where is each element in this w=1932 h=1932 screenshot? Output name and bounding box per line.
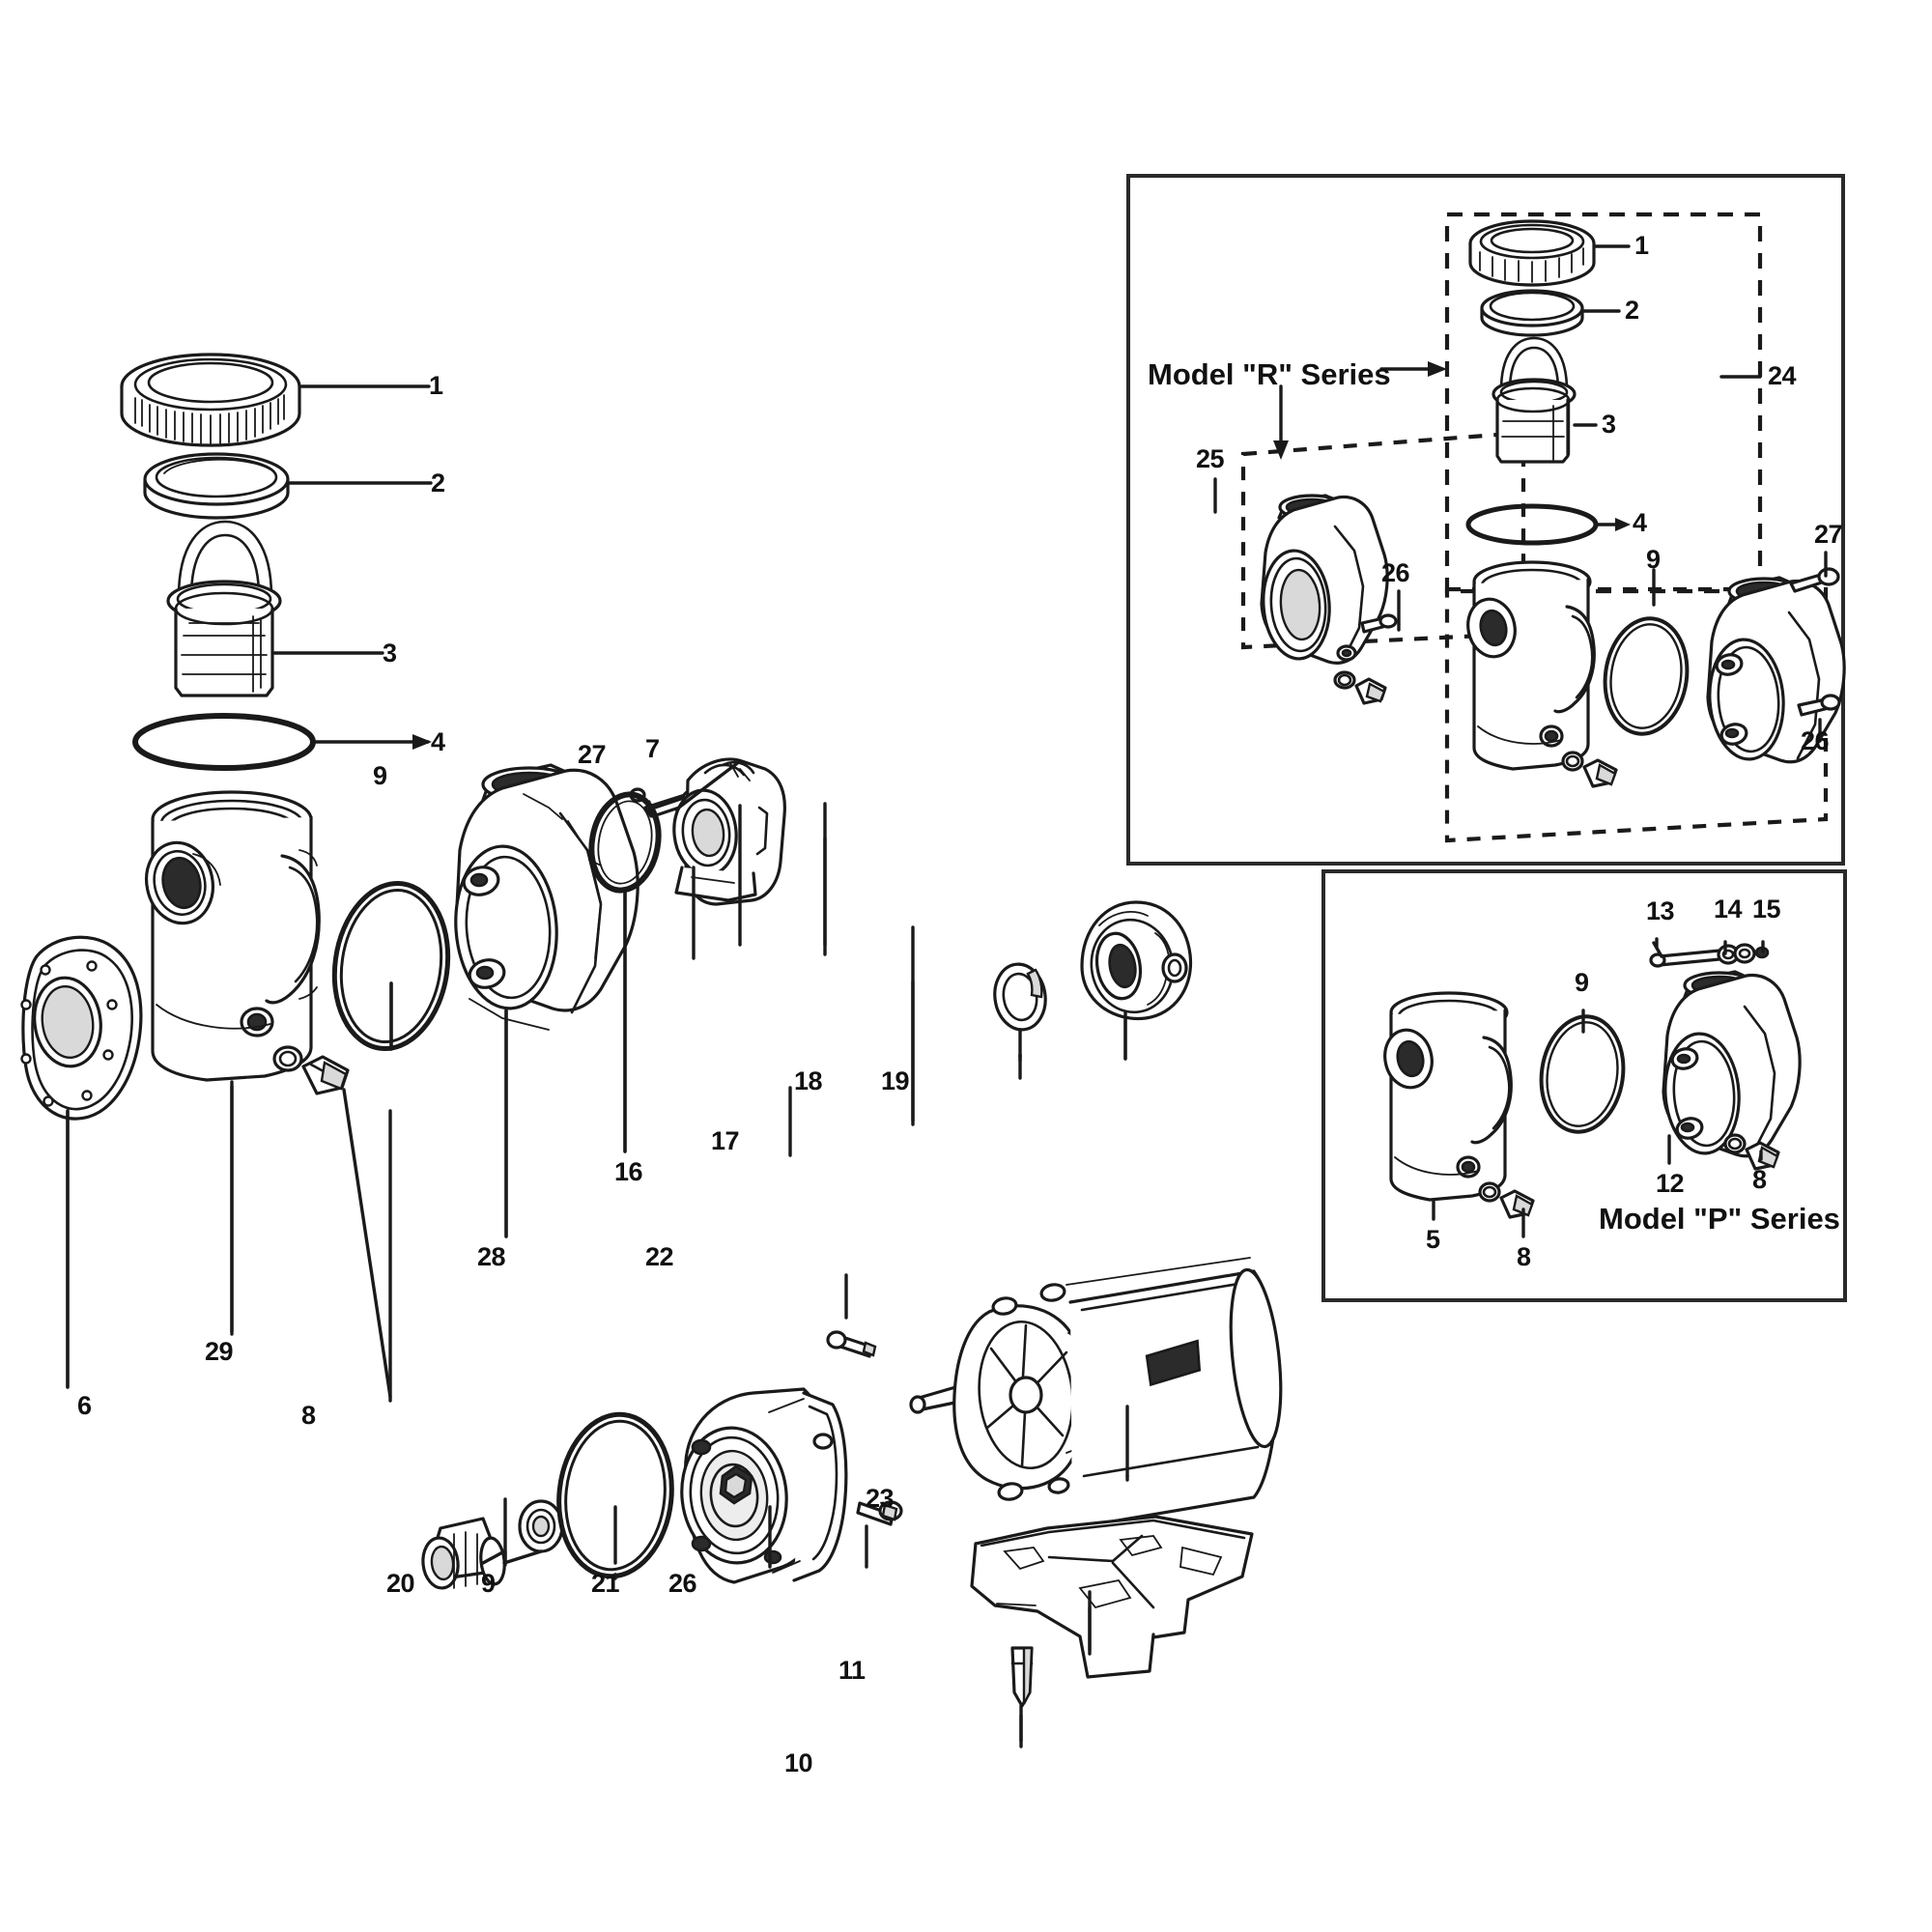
r-part-2-lid [1480, 289, 1584, 337]
r-part-1-lock-ring [1468, 219, 1596, 287]
r-series-label: Model "R" Series [1148, 357, 1391, 391]
p-leader-lines [1432, 937, 1765, 1238]
p-callout-8: 8 [1752, 1165, 1767, 1194]
callout-16: 16 [614, 1157, 643, 1186]
part-16-o-ring [588, 791, 662, 894]
r-part-3-basket [1492, 336, 1577, 464]
part-19-impeller [1080, 900, 1193, 1021]
p-callout-15: 15 [1752, 895, 1781, 923]
r-callout-27: 27 [1814, 520, 1843, 549]
p-part-5-pot [1383, 991, 1535, 1219]
callout-9-upper: 9 [373, 761, 387, 790]
callout-3: 3 [383, 639, 397, 668]
r-callout-9: 9 [1646, 545, 1661, 574]
callout-8-main: 8 [301, 1401, 316, 1430]
p-callout-9: 9 [1575, 968, 1589, 997]
p-callout-5: 5 [1426, 1225, 1440, 1254]
callout-18: 18 [794, 1066, 823, 1095]
r-callout-2: 2 [1625, 296, 1639, 325]
callout-9-lower: 9 [481, 1569, 496, 1598]
r-callout-3: 3 [1602, 410, 1616, 439]
callout-22: 22 [645, 1242, 674, 1271]
callout-29: 29 [205, 1337, 234, 1366]
r-part-9-o-ring [1603, 616, 1690, 736]
p-callout-13: 13 [1646, 896, 1675, 925]
part-2-lid [143, 452, 290, 520]
callout-28: 28 [477, 1242, 506, 1271]
r-part-25-volute-left [1260, 494, 1398, 705]
p-series-label: Model "P" Series [1599, 1202, 1840, 1236]
callout-4: 4 [431, 727, 445, 756]
part-9-o-ring-upper [331, 880, 451, 1052]
part-1-lock-ring [120, 353, 301, 447]
r-series-arrow-right [1379, 361, 1447, 377]
callout-11: 11 [838, 1656, 866, 1685]
r-callout-26b: 26 [1801, 726, 1830, 755]
r-4-arrow [1615, 518, 1631, 531]
callout-1: 1 [429, 371, 443, 400]
p-part-13-14-15-fasteners [1649, 943, 1770, 968]
r-callout-26: 26 [1381, 558, 1410, 587]
part-29-pump-pot [145, 790, 321, 1082]
p-part-12-volute [1662, 970, 1802, 1171]
callout-20: 20 [386, 1569, 415, 1598]
p-callout-12: 12 [1656, 1169, 1685, 1198]
main-4-arrow [412, 734, 432, 750]
part-26-screw [856, 1500, 903, 1526]
callout-10: 10 [784, 1748, 813, 1777]
r-callout-4: 4 [1633, 508, 1647, 537]
callout-6: 6 [77, 1391, 92, 1420]
callout-17: 17 [711, 1126, 740, 1155]
r-callout-1: 1 [1634, 231, 1649, 260]
part-21-seal-plate [680, 1387, 848, 1584]
r-part-4-o-ring [1465, 503, 1599, 546]
callout-27-main: 27 [578, 740, 607, 769]
callout-23: 23 [866, 1484, 895, 1513]
callout-19: 19 [881, 1066, 910, 1095]
p-callout-14: 14 [1714, 895, 1743, 923]
callout-21: 21 [591, 1569, 620, 1598]
part-10-base-bolt [1010, 1646, 1034, 1708]
part-8-drain-plug-main [272, 1045, 350, 1095]
part-20-seal-ring [518, 1499, 564, 1553]
r-series-arrow-down [1273, 384, 1289, 460]
callout-7: 7 [645, 734, 660, 763]
part-23-motor [909, 1257, 1283, 1530]
r-part-pot [1466, 560, 1618, 788]
part-17-diffuser [672, 757, 786, 906]
callout-2: 2 [431, 469, 445, 497]
part-22-bolt [826, 1330, 877, 1358]
p-callout-8b: 8 [1517, 1242, 1531, 1271]
r-part-volute-right [1706, 567, 1846, 764]
part-20-shaft-seal [421, 1517, 506, 1590]
part-9-o-ring-lower [556, 1411, 674, 1579]
part-18-wear-ring [993, 962, 1047, 1032]
r-leader-lines [1213, 244, 1828, 743]
part-4-o-ring [132, 713, 316, 771]
r-callout-24: 24 [1768, 361, 1797, 390]
r-callout-25: 25 [1196, 444, 1225, 473]
callout-26-main: 26 [668, 1569, 697, 1598]
p-part-9-o-ring [1539, 1014, 1626, 1134]
part-11-motor-base [970, 1515, 1254, 1679]
part-6-gasket [20, 935, 143, 1121]
part-3-strainer-basket [166, 520, 282, 697]
